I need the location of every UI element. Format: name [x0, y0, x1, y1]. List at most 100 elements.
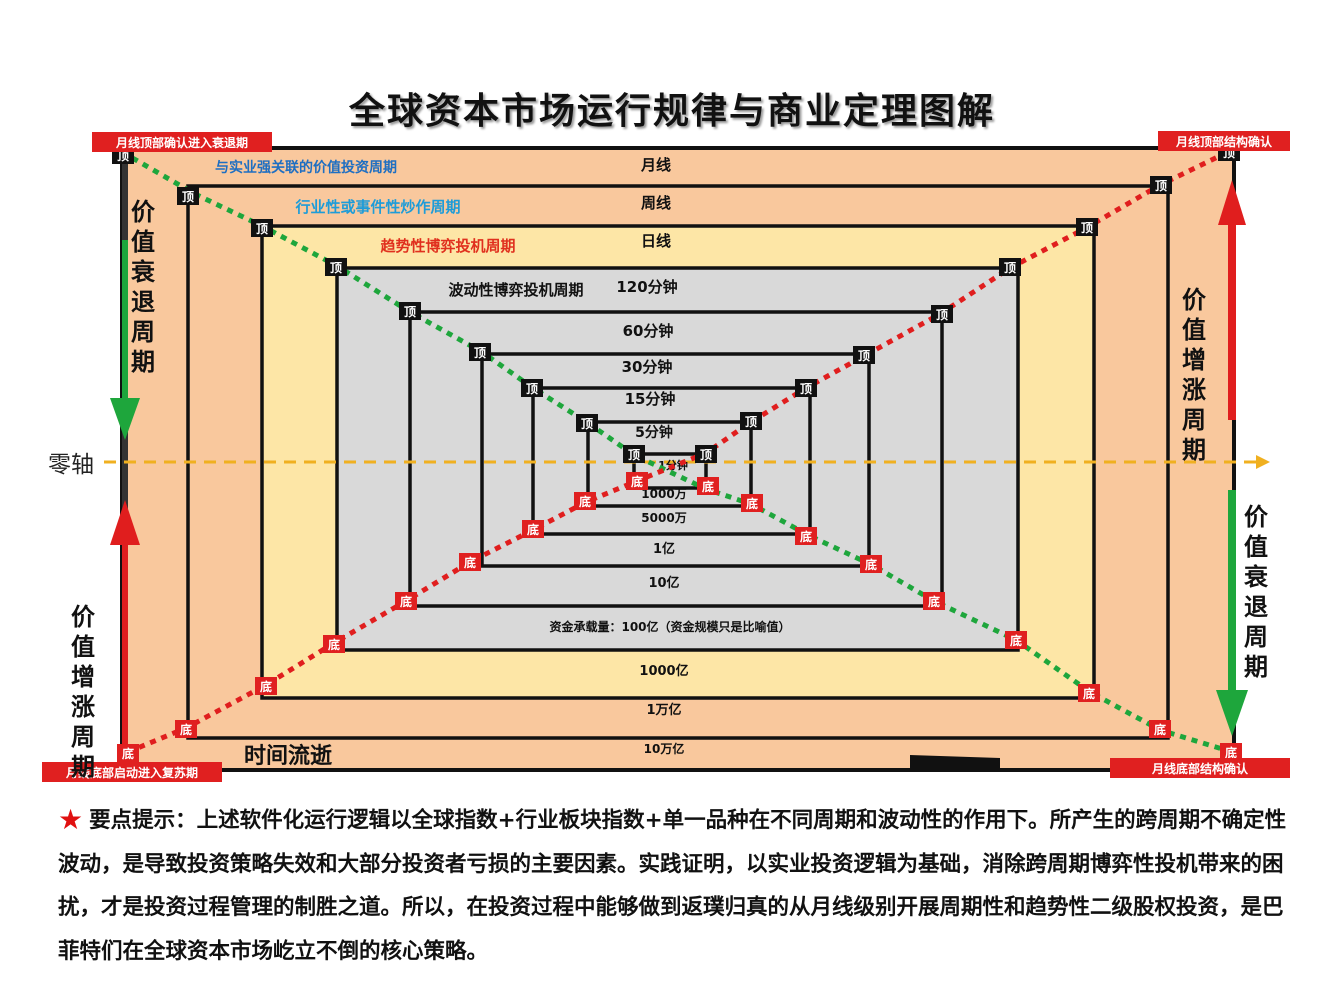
top-marker-label: 顶 — [182, 190, 194, 204]
bottom-marker — [923, 592, 945, 610]
cycle-label: 行业性或事件性炒作周期 — [294, 198, 460, 216]
period-label: 15分钟 — [625, 390, 676, 408]
time-arrow-icon — [910, 755, 1000, 770]
top-marker-label: 顶 — [581, 417, 593, 431]
bottom-marker — [117, 744, 139, 762]
note-text: 上述软件化运行逻辑以全球指数+行业板块指数+单一品种在不同周期和波动性的作用下。… — [58, 808, 1287, 964]
bottom-marker-label: 底 — [1225, 745, 1237, 760]
side-label-left-top: 退 — [131, 288, 155, 316]
top-marker — [399, 302, 421, 320]
top-marker — [740, 412, 762, 430]
corner-label: 月线底部结构确认 — [1151, 761, 1249, 776]
top-marker — [177, 187, 199, 205]
bottom-marker — [860, 555, 882, 573]
side-label-left-bottom: 周 — [71, 723, 95, 751]
side-label-right-top: 价 — [1182, 286, 1207, 314]
top-marker — [795, 379, 817, 397]
bottom-marker-label: 底 — [464, 555, 476, 570]
bottom-marker-label: 底 — [746, 496, 758, 511]
bottom-marker-label: 底 — [1010, 633, 1022, 648]
corner-label: 月线顶部确认进入衰退期 — [115, 135, 248, 150]
side-label-right-top: 值 — [1182, 316, 1206, 344]
capital-label: 5000万 — [641, 511, 686, 525]
side-label-right-bottom: 退 — [1244, 593, 1268, 621]
top-marker-label: 顶 — [745, 415, 757, 429]
top-marker-label: 顶 — [404, 305, 416, 319]
side-label-left-top: 价 — [131, 198, 156, 226]
top-marker-label: 顶 — [330, 261, 342, 275]
time-flow-label: 时间流逝 — [244, 743, 333, 769]
zero-axis-label: 零轴 — [48, 452, 94, 478]
capital-label: 1亿 — [653, 541, 675, 557]
note-heading: 要点提示： — [89, 808, 197, 833]
bottom-marker-label: 底 — [527, 522, 539, 537]
side-label-left-bottom: 价 — [71, 603, 96, 631]
key-note: ★要点提示：上述软件化运行逻辑以全球指数+行业板块指数+单一品种在不同周期和波动… — [58, 798, 1298, 973]
side-label-right-top: 周 — [1182, 406, 1206, 434]
frame-edge — [122, 148, 128, 770]
right-red-arrow-icon — [1218, 180, 1246, 420]
top-marker-label: 顶 — [474, 346, 486, 360]
period-label: 60分钟 — [623, 322, 674, 340]
bottom-marker — [255, 677, 277, 695]
top-marker-label: 顶 — [256, 222, 268, 236]
period-label: 120分钟 — [616, 278, 677, 296]
side-label-left-bottom: 期 — [71, 753, 95, 781]
top-marker — [853, 346, 875, 364]
page-title: 全球资本市场运行规律与商业定理图解 — [348, 91, 995, 132]
bottom-marker — [1220, 743, 1242, 761]
left-green-arrow-icon — [110, 240, 140, 440]
corner-label-box — [92, 132, 272, 152]
capital-label: 10万亿 — [644, 741, 685, 756]
period-label: 5分钟 — [635, 424, 673, 441]
bottom-marker — [1005, 631, 1027, 649]
bottom-marker-label: 底 — [702, 479, 714, 494]
cycle-label: 趋势性博弈投机周期 — [380, 237, 515, 255]
side-label-left-bottom: 值 — [71, 633, 95, 661]
side-label-right-bottom: 期 — [1244, 653, 1268, 681]
top-marker — [469, 343, 491, 361]
top-marker-label: 顶 — [800, 382, 812, 396]
cycle-label: 波动性博弈投机周期 — [448, 281, 583, 299]
top-marker — [623, 445, 645, 463]
bottom-marker-label: 底 — [180, 722, 192, 737]
bottom-marker-label: 底 — [800, 529, 812, 544]
side-label-right-top: 涨 — [1182, 376, 1206, 404]
top-marker — [325, 258, 347, 276]
bottom-marker — [697, 477, 719, 495]
side-label-right-top: 增 — [1182, 346, 1206, 374]
right-green-arrow-icon — [1216, 490, 1248, 736]
period-label: 日线 — [641, 232, 671, 250]
side-label-left-top: 期 — [131, 348, 155, 376]
capital-label: 资金承载量：100亿（资金规模只是比喻值） — [549, 619, 790, 634]
corner-label-box — [42, 762, 222, 782]
capital-label: 1万亿 — [646, 702, 681, 718]
left-red-arrow-icon — [110, 500, 140, 745]
bottom-marker-label: 底 — [260, 679, 272, 694]
period-label: 月线 — [640, 156, 671, 174]
top-marker — [695, 445, 717, 463]
top-marker-label: 顶 — [700, 448, 712, 462]
side-label-left-top: 值 — [131, 228, 155, 256]
period-label: 周线 — [641, 194, 671, 212]
top-marker — [576, 414, 598, 432]
bottom-marker-label: 底 — [928, 594, 940, 609]
bottom-marker — [175, 720, 197, 738]
capital-label: 1000万 — [641, 487, 686, 501]
bottom-marker — [522, 520, 544, 538]
bottom-marker — [626, 472, 648, 490]
bottom-marker — [1149, 720, 1171, 738]
bottom-marker — [395, 592, 417, 610]
side-label-right-bottom: 周 — [1244, 623, 1268, 651]
red-diagonal — [127, 148, 1232, 755]
side-label-right-bottom: 衰 — [1243, 563, 1269, 591]
top-marker — [931, 305, 953, 323]
top-marker-label: 顶 — [1004, 261, 1016, 275]
star-icon: ★ — [58, 803, 84, 836]
bottom-marker-label: 底 — [1154, 722, 1166, 737]
side-label-left-bottom: 增 — [71, 663, 95, 691]
top-marker — [1150, 176, 1172, 194]
top-marker — [1076, 218, 1098, 236]
corner-label-box — [1158, 131, 1290, 151]
